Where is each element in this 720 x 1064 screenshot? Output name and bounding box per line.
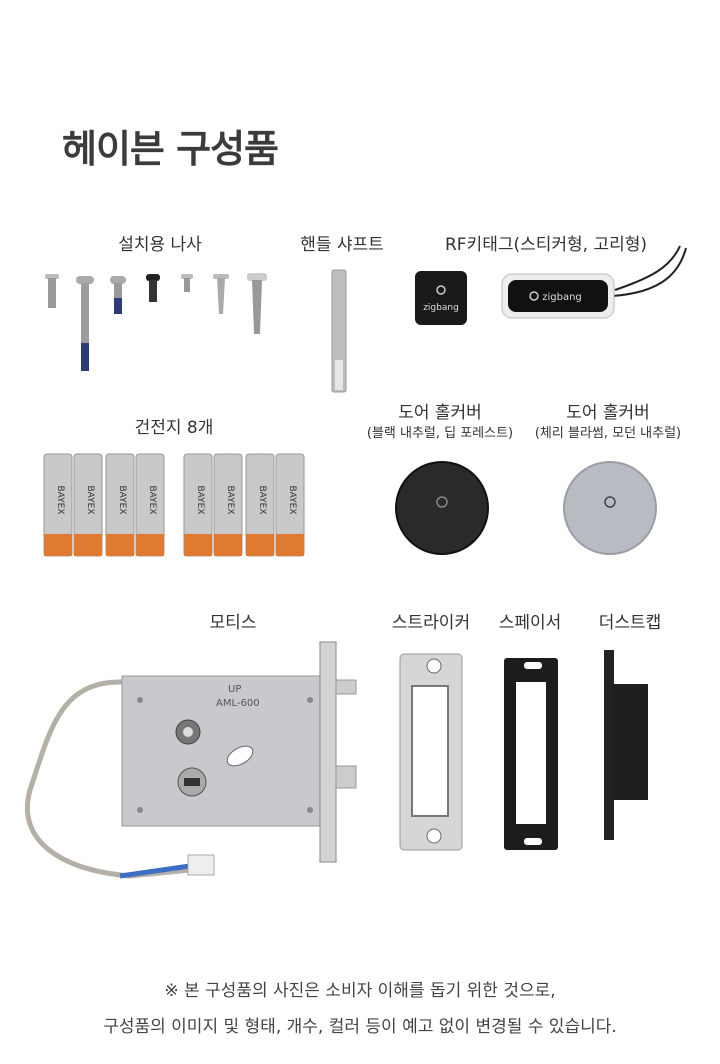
screw-5 xyxy=(181,274,193,292)
label-spacer: 스페이서 xyxy=(498,613,562,633)
label-striker: 스트라이커 xyxy=(391,613,471,633)
page-title: 헤이븐 구성품 xyxy=(62,127,279,171)
screws-image xyxy=(45,273,267,371)
mortise-up-text: UP xyxy=(228,684,241,695)
mortise-model-text: AML-600 xyxy=(216,698,260,709)
sub-cover-black: (블랙 내추럴, 딥 포레스트) xyxy=(366,426,514,441)
screw-4 xyxy=(146,274,160,302)
battery-brand-text: BAYEX xyxy=(195,486,205,515)
note-line-1: ※ 본 구성품의 사진은 소비자 이해를 돕기 위한 것으로, xyxy=(164,981,556,1001)
shaft-image xyxy=(331,269,347,393)
battery-brand-text: BAYEX xyxy=(225,486,235,515)
screw-2 xyxy=(76,276,94,371)
battery-5: BAYEX xyxy=(183,453,213,557)
battery-8: BAYEX xyxy=(275,453,305,557)
cover-black-image xyxy=(395,461,489,555)
label-shaft: 핸들 샤프트 xyxy=(300,235,384,255)
label-rf-tag: RF키태그(스티커형, 고리형) xyxy=(444,235,648,255)
battery-2: BAYEX xyxy=(73,453,103,557)
note-line-2: 구성품의 이미지 및 형태, 개수, 컬러 등이 예고 없이 변경될 수 있습니… xyxy=(103,1017,617,1037)
rf-sticker-brand: zigbang xyxy=(423,303,459,313)
mortise-image: UP AML-600 xyxy=(24,641,357,879)
rf-keyring-brand: zigbang xyxy=(542,292,582,303)
spacer-image xyxy=(504,658,558,850)
battery-3: BAYEX xyxy=(105,453,135,557)
battery-6: BAYEX xyxy=(213,453,243,557)
screw-3 xyxy=(110,276,126,314)
label-batteries: 건전지 8개 xyxy=(134,418,214,438)
battery-7: BAYEX xyxy=(245,453,275,557)
label-cover-black: 도어 홀커버 xyxy=(398,403,482,423)
cover-silver-image xyxy=(563,461,657,555)
label-screws: 설치용 나사 xyxy=(118,235,202,255)
rf-keyring-tag-image: zigbang xyxy=(501,245,687,319)
battery-brand-text: BAYEX xyxy=(257,486,267,515)
battery-brand-text: BAYEX xyxy=(55,486,65,515)
battery-brand-text: BAYEX xyxy=(85,486,95,515)
battery-4: BAYEX xyxy=(135,453,165,557)
battery-1: BAYEX xyxy=(43,453,73,557)
battery-brand-text: BAYEX xyxy=(287,486,297,515)
batteries-image: BAYEX BAYEX BAYEX BAYEX BAYEX BAYEX BAYEX BAYEX xyxy=(43,453,305,557)
screw-6 xyxy=(213,274,229,314)
rf-sticker-tag-image: zigbang xyxy=(415,271,467,325)
screw-1 xyxy=(45,274,59,308)
screw-7 xyxy=(247,273,267,334)
sub-cover-silver: (체리 블라썸, 모던 내추럴) xyxy=(534,426,682,441)
dustcap-image xyxy=(604,650,648,840)
label-mortise: 모티스 xyxy=(209,613,257,633)
battery-brand-text: BAYEX xyxy=(147,486,157,515)
battery-brand-text: BAYEX xyxy=(117,486,127,515)
striker-image xyxy=(399,653,463,851)
label-cover-silver: 도어 홀커버 xyxy=(566,403,650,423)
label-dustcap: 더스트캡 xyxy=(598,613,662,633)
